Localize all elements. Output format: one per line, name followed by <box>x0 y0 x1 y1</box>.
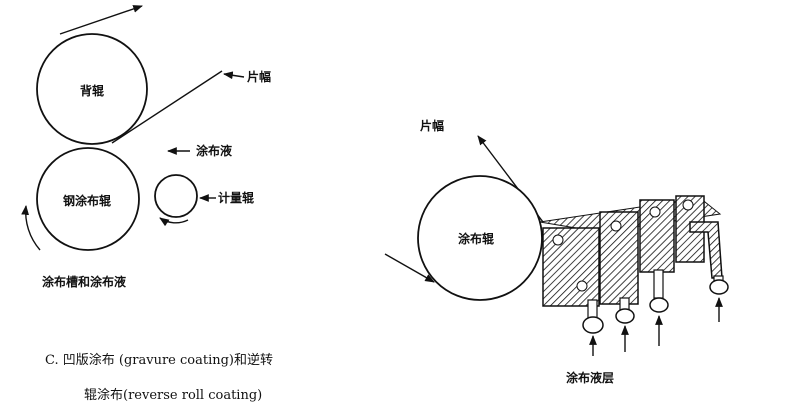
coating-roll-label: 涂布辊 <box>458 231 494 246</box>
inlet-2 <box>615 308 635 324</box>
right-diagram: 片幅 涂布辊 涂布液层 <box>384 118 729 385</box>
metering-rotation-arrow-icon <box>159 217 189 227</box>
inlet-3 <box>649 297 669 313</box>
metering-roll <box>154 174 198 218</box>
inlet-1 <box>582 316 604 334</box>
web-feed-arrow-icon <box>384 253 435 283</box>
metering-roll-label: 计量辊 <box>218 190 254 205</box>
coating-layers-label: 涂布液层 <box>566 370 614 385</box>
tank-label: 涂布槽和涂布液 <box>42 274 126 289</box>
web-pointer-arrow-icon <box>223 71 245 80</box>
die-hole-3 <box>610 220 622 232</box>
coating-liquid-label: 涂布液 <box>196 143 232 158</box>
feed-pipe-3 <box>653 269 664 299</box>
die-block-1 <box>542 227 600 307</box>
steel-coating-roll-label: 钢涂布辊 <box>63 193 111 208</box>
web-label-right: 片幅 <box>420 118 444 133</box>
caption-line-1: C. 凹版涂布 (gravure coating)和逆转 <box>45 352 273 368</box>
rotation-arrow-icon <box>21 205 41 251</box>
die-hole-2 <box>576 280 588 292</box>
web-line-out <box>59 5 143 35</box>
backing-roll-label: 背辊 <box>80 83 104 98</box>
backing-roll <box>36 33 148 145</box>
die-hole-4 <box>649 206 661 218</box>
inlet-4 <box>709 279 729 295</box>
web-label-left: 片幅 <box>247 69 271 84</box>
steel-coating-roll <box>36 147 140 251</box>
die-block-5 <box>689 221 723 279</box>
die-block-2 <box>599 211 639 305</box>
left-diagram: 背辊 钢涂布辊 片幅 涂布液 计量辊 涂布槽和涂布液 <box>21 5 271 289</box>
caption-line-2: 辊涂布(reverse roll coating) <box>84 387 262 403</box>
die-hole-1 <box>552 234 564 246</box>
die-hole-5 <box>682 199 694 211</box>
web-line-in <box>111 70 223 144</box>
coating-roll <box>417 175 543 301</box>
